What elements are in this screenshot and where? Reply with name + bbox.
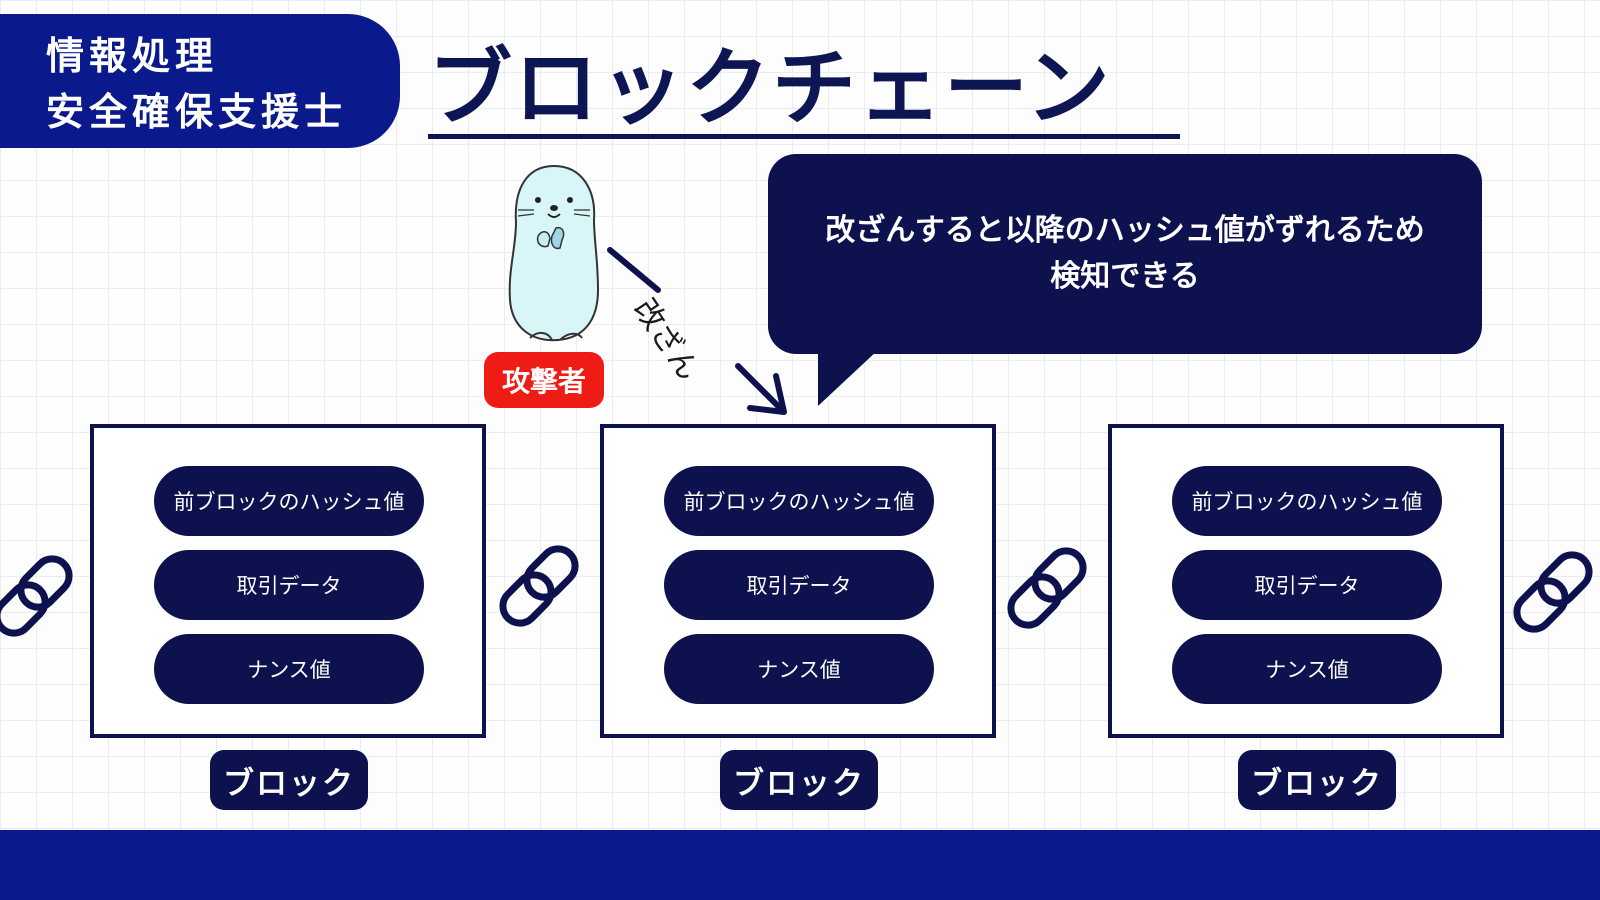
badge-line-1: 情報処理: [46, 34, 219, 78]
chain-link-icon: [1513, 551, 1593, 633]
block-field-transaction-data: 取引データ: [1172, 550, 1442, 620]
tamper-arrow-icon: [607, 247, 787, 415]
footer-band: [0, 830, 1600, 900]
category-badge: 情報処理 安全確保支援士: [0, 14, 400, 148]
block-1: 前ブロックのハッシュ値 取引データ ナンス値: [90, 424, 486, 738]
block-field-nonce: ナンス値: [1172, 634, 1442, 704]
chain-link-icon: [1007, 547, 1087, 629]
block-label-2: ブロック: [720, 750, 878, 810]
block-field-transaction-data: 取引データ: [664, 550, 934, 620]
block-label-1: ブロック: [210, 750, 368, 810]
block-3: 前ブロックのハッシュ値 取引データ ナンス値: [1108, 424, 1504, 738]
title-underline: [428, 134, 1180, 139]
callout-line-2: 検知できる: [1050, 259, 1200, 294]
badge-line-2: 安全確保支援士: [46, 90, 348, 134]
block-2: 前ブロックのハッシュ値 取引データ ナンス値: [600, 424, 996, 738]
callout-bubble: 改ざんすると以降のハッシュ値がずれるため 検知できる: [768, 154, 1482, 354]
seal-mascot-icon: [508, 164, 600, 342]
attacker-badge: 攻撃者: [484, 352, 604, 408]
page-title: ブロックチェーン: [428, 39, 1112, 137]
block-field-prev-hash: 前ブロックのハッシュ値: [1172, 466, 1442, 536]
block-field-transaction-data: 取引データ: [154, 550, 424, 620]
block-field-prev-hash: 前ブロックのハッシュ値: [154, 466, 424, 536]
block-field-nonce: ナンス値: [154, 634, 424, 704]
block-field-prev-hash: 前ブロックのハッシュ値: [664, 466, 934, 536]
chain-link-icon: [499, 545, 579, 627]
chain-link-icon: [0, 555, 73, 637]
block-field-nonce: ナンス値: [664, 634, 934, 704]
callout-line-1: 改ざんすると以降のハッシュ値がずれるため: [825, 213, 1425, 248]
callout-tail: [818, 350, 878, 406]
block-label-3: ブロック: [1238, 750, 1396, 810]
